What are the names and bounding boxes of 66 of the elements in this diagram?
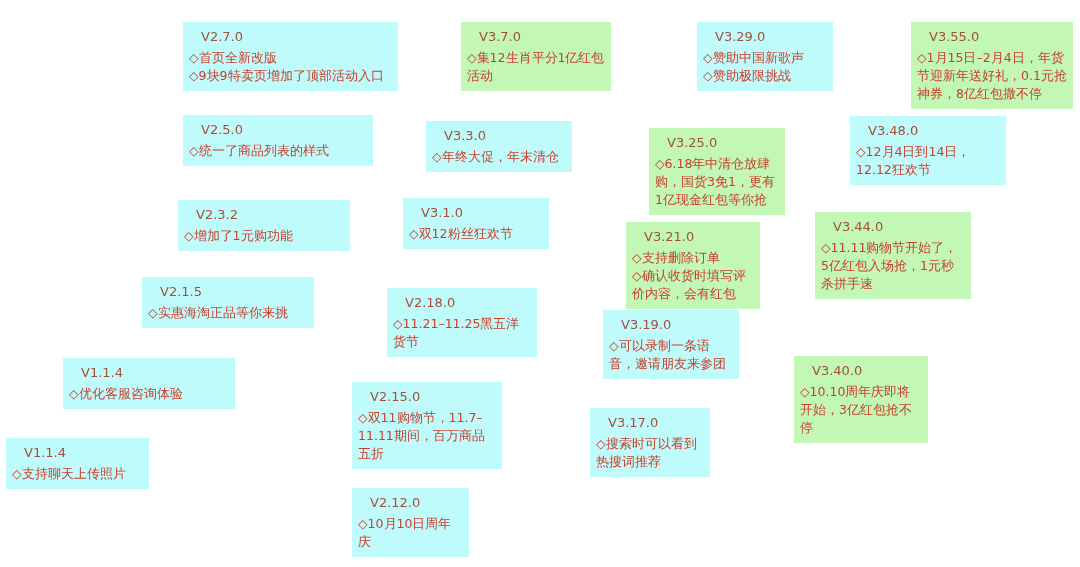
feature-text: ◇赞助中国新歌声 — [703, 49, 804, 67]
feature-text: ◇优化客服咨询体验 — [69, 385, 183, 403]
feature-text: ◇支持聊天上传照片 — [12, 465, 126, 483]
version-card — [590, 408, 710, 477]
feature-text: ◇1月15日–2月4日，年货节迎新年送好礼，0.1元抢神券，8亿红包撒不停 — [917, 49, 1067, 103]
version-card — [426, 121, 572, 172]
version-label: V2.12.0 — [370, 494, 421, 511]
version-card — [387, 288, 537, 357]
feature-text: ◇6.18年中清仓放肆购，国货3免1，更有1亿现金红包等你抢 — [655, 155, 776, 209]
version-label: V1.1.4 — [24, 444, 66, 461]
feature-text: ◇11.11购物节开始了，5亿红包入场抢，1元秒杀拼手速 — [821, 239, 959, 293]
version-card — [850, 116, 1006, 185]
version-label: V3.48.0 — [868, 122, 919, 139]
version-label: V2.15.0 — [370, 388, 421, 405]
feature-text: ◇9块9特卖页增加了顶部活动入口 — [189, 67, 384, 85]
version-card — [403, 198, 549, 249]
version-label: V3.3.0 — [444, 127, 486, 144]
version-card — [352, 382, 502, 469]
version-card — [178, 200, 350, 251]
version-card — [697, 22, 833, 91]
feature-text: ◇12月4日到14日，12.12狂欢节 — [856, 143, 972, 179]
version-card — [6, 438, 149, 489]
feature-text: ◇支持删除订单 — [632, 249, 720, 267]
version-card — [603, 310, 739, 379]
feature-text: ◇增加了1元购功能 — [184, 227, 293, 245]
version-card — [63, 358, 235, 409]
feature-text: ◇10月10日周年庆 — [358, 515, 453, 551]
version-label: V3.44.0 — [833, 218, 884, 235]
version-card — [352, 488, 469, 557]
feature-text: ◇10.10周年庆即将开始，3亿红包抢不停 — [800, 383, 913, 437]
version-label: V2.18.0 — [405, 294, 456, 311]
feature-text: ◇确认收货时填写评价内容，会有红包 — [632, 267, 747, 303]
version-label: V2.3.2 — [196, 206, 238, 223]
version-label: V3.7.0 — [479, 28, 521, 45]
version-card — [183, 22, 398, 91]
version-label: V3.25.0 — [667, 134, 718, 151]
version-card — [649, 128, 785, 215]
version-card — [142, 277, 314, 328]
version-label: V3.17.0 — [608, 414, 659, 431]
version-label: V2.7.0 — [201, 28, 243, 45]
feature-text: ◇11.21–11.25黑五洋货节 — [393, 315, 521, 351]
version-label: V3.29.0 — [715, 28, 766, 45]
feature-text: ◇搜索时可以看到热搜词推荐 — [596, 435, 698, 471]
version-label: V3.19.0 — [621, 316, 672, 333]
version-card — [183, 115, 373, 166]
feature-text: ◇年终大促，年末清仓 — [432, 148, 559, 166]
feature-text: ◇首页全新改版 — [189, 49, 277, 67]
version-label: V3.40.0 — [812, 362, 863, 379]
feature-text: ◇双12粉丝狂欢节 — [409, 225, 513, 243]
version-card — [794, 356, 928, 443]
feature-text: ◇双11购物节，11.7–11.11期间，百万商品五折 — [358, 409, 486, 463]
version-label: V2.5.0 — [201, 121, 243, 138]
feature-text: ◇赞助极限挑战 — [703, 67, 791, 85]
version-label: V1.1.4 — [81, 364, 123, 381]
feature-text: ◇统一了商品列表的样式 — [189, 142, 329, 160]
feature-text: ◇集12生肖平分1亿红包活动 — [467, 49, 605, 85]
version-card — [911, 22, 1073, 109]
version-label: V3.1.0 — [421, 204, 463, 221]
feature-text: ◇实惠海淘正品等你来挑 — [148, 304, 288, 322]
feature-text: ◇可以录制一条语音，邀请朋友来参团 — [609, 337, 727, 373]
version-label: V3.55.0 — [929, 28, 980, 45]
version-card — [815, 212, 971, 299]
version-card — [626, 222, 760, 309]
version-label: V3.21.0 — [644, 228, 695, 245]
version-card — [461, 22, 611, 91]
version-label: V2.1.5 — [160, 283, 202, 300]
